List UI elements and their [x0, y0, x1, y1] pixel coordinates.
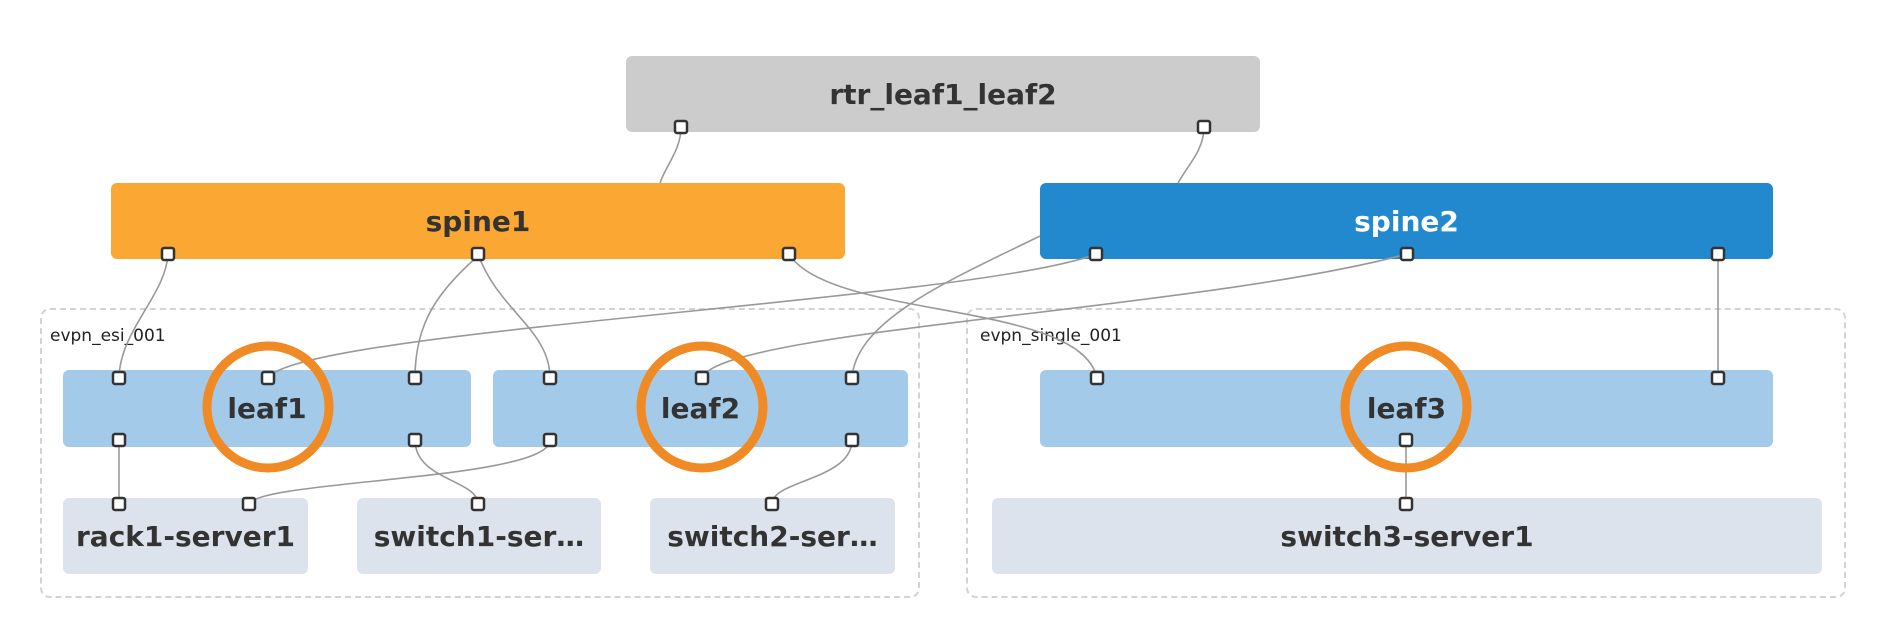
link-leaf1-switch1: [414, 439, 479, 505]
node-spine1[interactable]: spine1: [111, 183, 845, 259]
port-0[interactable]: [673, 119, 689, 135]
port-16[interactable]: [542, 432, 558, 448]
node-rack1-server1[interactable]: rack1-server1: [63, 498, 308, 574]
node-label-leaf3: leaf3: [1366, 392, 1447, 425]
highlight-ring-leaf1: [202, 341, 334, 473]
port-5[interactable]: [1088, 246, 1104, 262]
port-13[interactable]: [844, 370, 860, 386]
port-8[interactable]: [111, 370, 127, 386]
port-7[interactable]: [1710, 246, 1726, 262]
port-11[interactable]: [542, 370, 558, 386]
node-label-spine1: spine1: [425, 204, 531, 238]
highlight-ring-leaf3: [1340, 341, 1472, 473]
port-17[interactable]: [844, 432, 860, 448]
port-4[interactable]: [781, 246, 797, 262]
port-24[interactable]: [764, 496, 780, 512]
port-3[interactable]: [470, 246, 486, 262]
highlight-rings-layer: [202, 341, 1472, 473]
port-12[interactable]: [694, 370, 710, 386]
node-label-rtr-leaf1-leaf2: rtr_leaf1_leaf2: [829, 77, 1057, 111]
link-spine2-leaf1: [267, 253, 1097, 379]
node-label-leaf2: leaf2: [660, 392, 741, 425]
link-spine1-leaf1: [118, 253, 169, 379]
node-label-spine2: spine2: [1354, 204, 1459, 238]
port-10[interactable]: [407, 370, 423, 386]
link-spine2-leaf2-b: [851, 235, 1041, 379]
link-leaf2-rack1: [248, 439, 551, 505]
node-label-rack1-server1: rack1-server1: [75, 519, 296, 553]
group-label-evpn-esi-001: evpn_esi_001: [50, 326, 166, 346]
node-switch2-server[interactable]: switch2-ser…: [650, 498, 895, 574]
port-14[interactable]: [111, 432, 127, 448]
node-label-switch3-server1: switch3-server1: [1280, 519, 1534, 553]
node-label-switch1-server: switch1-ser…: [373, 519, 585, 553]
link-rtr-spine1: [659, 126, 682, 184]
port-23[interactable]: [470, 496, 486, 512]
port-25[interactable]: [1398, 496, 1414, 512]
links-layer: [118, 126, 1719, 505]
highlight-ring-leaf2: [636, 341, 768, 473]
link-spine1-leaf1-b: [414, 253, 481, 379]
node-label-switch2-server: switch2-ser…: [667, 519, 878, 553]
port-19[interactable]: [1710, 370, 1726, 386]
port-2[interactable]: [160, 246, 176, 262]
port-22[interactable]: [241, 496, 257, 512]
port-6[interactable]: [1399, 246, 1415, 262]
port-18[interactable]: [1089, 370, 1105, 386]
node-rtr-leaf1-leaf2[interactable]: rtr_leaf1_leaf2: [626, 56, 1260, 132]
port-9[interactable]: [260, 370, 276, 386]
port-1[interactable]: [1196, 119, 1212, 135]
group-evpn-single-001: [966, 308, 1846, 598]
link-rtr-spine2: [1177, 126, 1205, 184]
link-spine1-leaf2: [477, 253, 551, 379]
node-spine2[interactable]: spine2: [1040, 183, 1773, 259]
ports-layer: [111, 119, 1726, 512]
link-leaf2-switch2: [771, 439, 853, 505]
port-15[interactable]: [407, 432, 423, 448]
port-21[interactable]: [111, 496, 127, 512]
node-label-leaf1: leaf1: [227, 392, 307, 425]
group-evpn-esi-001: [40, 308, 920, 598]
link-spine1-leaf3: [788, 253, 1098, 379]
port-20[interactable]: [1398, 432, 1414, 448]
